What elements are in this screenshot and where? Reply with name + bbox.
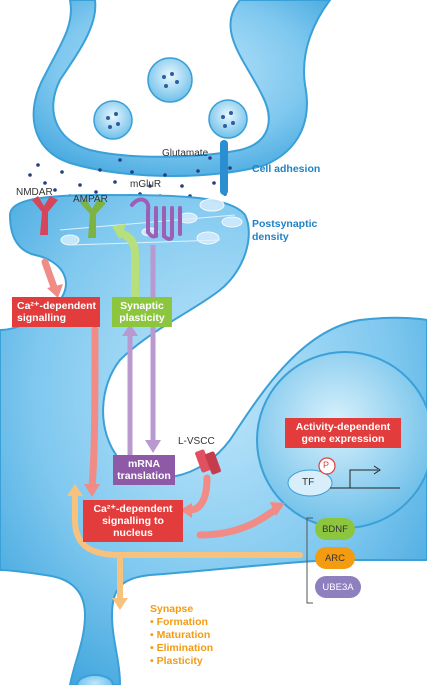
synaptic-vesicles [93,57,248,140]
gene-expression-line-2: gene expression [301,433,385,445]
phospho-p [318,457,336,475]
ca-signalling-line-1: Ca²⁺-dependent [17,300,97,312]
glutamate-dots [28,156,232,198]
synaptic-plasticity-line-2: plasticity [119,312,165,324]
ca-signalling-box: Ca²⁺-dependent signalling [12,297,100,327]
mglur-receptor [130,197,182,241]
synaptic-plasticity-box: Synaptic plasticity [112,297,172,327]
ampar-label: AMPAR [73,194,108,205]
phospho-label: P [323,460,330,470]
mrna-translation-line-2: translation [117,470,171,482]
ca-signalling-arrows [41,258,279,539]
bdnf-gene: BDNF [315,518,355,540]
ube3a-gene: UBE3A [315,576,361,598]
transcription-arrow [349,469,378,488]
postsynaptic-density-line-1: Postsynaptic [252,218,318,230]
axon-stub [76,674,114,685]
mglur-label: mGluR [130,179,162,190]
lvscc-label: L-VSCC [178,436,215,447]
synapse-arrows [72,492,303,603]
lvscc-channel [195,449,221,475]
mrna-translation-box: mRNA translation [113,455,175,485]
mrna-arrows [127,245,156,455]
synapse-item-elimination: • Elimination [150,642,214,654]
synaptic-plasticity-line-1: Synaptic [120,300,164,312]
synapse-item-plasticity: • Plasticity [150,655,203,667]
gene-expression-line-1: Activity-dependent [295,421,391,433]
synapse-item-formation: • Formation [150,616,208,628]
ca-nucleus-line-2: signalling to [102,515,164,527]
ca-signalling-line-2: signalling [17,312,67,324]
tf-protein [287,469,333,497]
ampar-receptor [80,199,106,238]
nmdar-label: NMDAR [16,187,53,198]
synapse-list: Synapse • Formation • Maturation • Elimi… [150,603,213,668]
tf-label: TF [302,477,315,488]
presynaptic-terminal [32,0,332,177]
cell-adhesion-label: Cell adhesion [252,163,321,175]
glutamate-label: Glutamate [162,148,209,159]
postsynaptic-density-line-2: density [252,231,289,243]
synapse-item-maturation: • Maturation [150,629,211,641]
postsynaptic-density-label: Postsynaptic density [252,218,317,244]
ca-nucleus-box: Ca²⁺-dependent signalling to nucleus [83,500,183,542]
mrna-translation-line-1: mRNA [127,458,161,470]
gene-bracket [306,517,313,604]
nmdar-receptor [32,196,58,235]
vesicle-dots [106,72,235,129]
synapse-title: Synapse [150,603,194,615]
postsynaptic-neuron [0,193,427,685]
gene-expression-box: Activity-dependent gene expression [285,418,401,448]
ca-nucleus-line-3: nucleus [113,527,153,539]
ca-nucleus-line-1: Ca²⁺-dependent [93,503,173,515]
cell-adhesion-molecule [220,140,228,195]
arc-gene: ARC [315,547,355,569]
